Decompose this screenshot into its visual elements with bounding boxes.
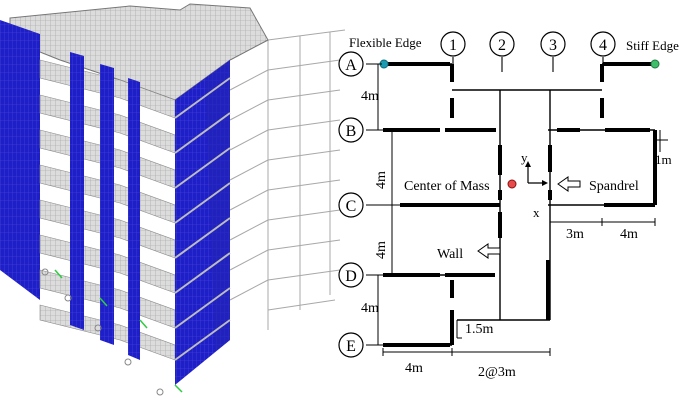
building-3d-model xyxy=(0,3,345,396)
corner-wall xyxy=(205,60,230,352)
front-slab-edges xyxy=(174,77,231,361)
column-bubble-2: 2 xyxy=(489,31,515,57)
wall-annotation: Wall xyxy=(437,243,501,262)
inner-wall-3 xyxy=(128,78,140,360)
roof-slab xyxy=(9,3,269,101)
column-bubble-3: 3 xyxy=(540,31,566,57)
stiff-edge-label: Stiff Edge xyxy=(626,38,679,53)
flexible-edge-label: Flexible Edge xyxy=(349,35,422,50)
spandrel-annotation: Spandrel xyxy=(557,176,639,194)
axis-y-label: y xyxy=(521,150,528,165)
column-bubble-4: 4 xyxy=(590,31,616,57)
column-bubble-1: 1 xyxy=(440,31,466,57)
inner-wall-2 xyxy=(100,64,114,345)
center-of-mass-label: Center of Mass xyxy=(404,179,490,194)
dimension-lines xyxy=(374,63,668,356)
column-label-3: 3 xyxy=(549,37,557,54)
row-bubble-D: D xyxy=(338,262,364,288)
dim-ab: 4m xyxy=(361,89,379,104)
dim-2at3m: 2@3m xyxy=(478,365,516,380)
row-label-A: A xyxy=(345,57,357,74)
dim-cd: 4m xyxy=(374,241,389,259)
wall-label: Wall xyxy=(437,247,463,262)
row-label-C: C xyxy=(346,198,357,215)
row-bubble-E: E xyxy=(338,332,364,358)
row-bubble-A: A xyxy=(338,51,364,77)
center-of-mass-marker xyxy=(507,179,517,189)
stiff-edge-marker xyxy=(650,59,660,69)
row-bubble-B: B xyxy=(338,117,364,143)
column-label-4: 4 xyxy=(599,37,607,54)
dim-1-5m: 1.5m xyxy=(465,322,494,337)
dim-de: 4m xyxy=(361,301,379,316)
support-circles xyxy=(41,268,164,396)
dim-4m-bottom: 4m xyxy=(405,361,423,376)
row-label-D: D xyxy=(345,268,357,285)
row-bubble-C: C xyxy=(338,192,364,218)
dim-4m-right: 4m xyxy=(620,227,638,242)
dim-bc: 4m xyxy=(374,171,389,189)
column-label-2: 2 xyxy=(498,37,506,54)
walls xyxy=(383,62,657,347)
spandrel-label: Spandrel xyxy=(589,179,639,194)
dim-3m: 3m xyxy=(566,227,584,242)
dim-1m: 1m xyxy=(655,152,672,167)
grid-lines xyxy=(366,57,604,346)
left-shear-wall xyxy=(0,20,40,300)
axis-x-label: x xyxy=(533,205,540,220)
row-label-E: E xyxy=(346,338,356,355)
local-axes: y x xyxy=(521,150,548,220)
row-label-B: B xyxy=(346,123,357,140)
inner-wall-1 xyxy=(70,52,84,330)
base-supports xyxy=(54,269,183,393)
column-label-1: 1 xyxy=(449,37,457,54)
